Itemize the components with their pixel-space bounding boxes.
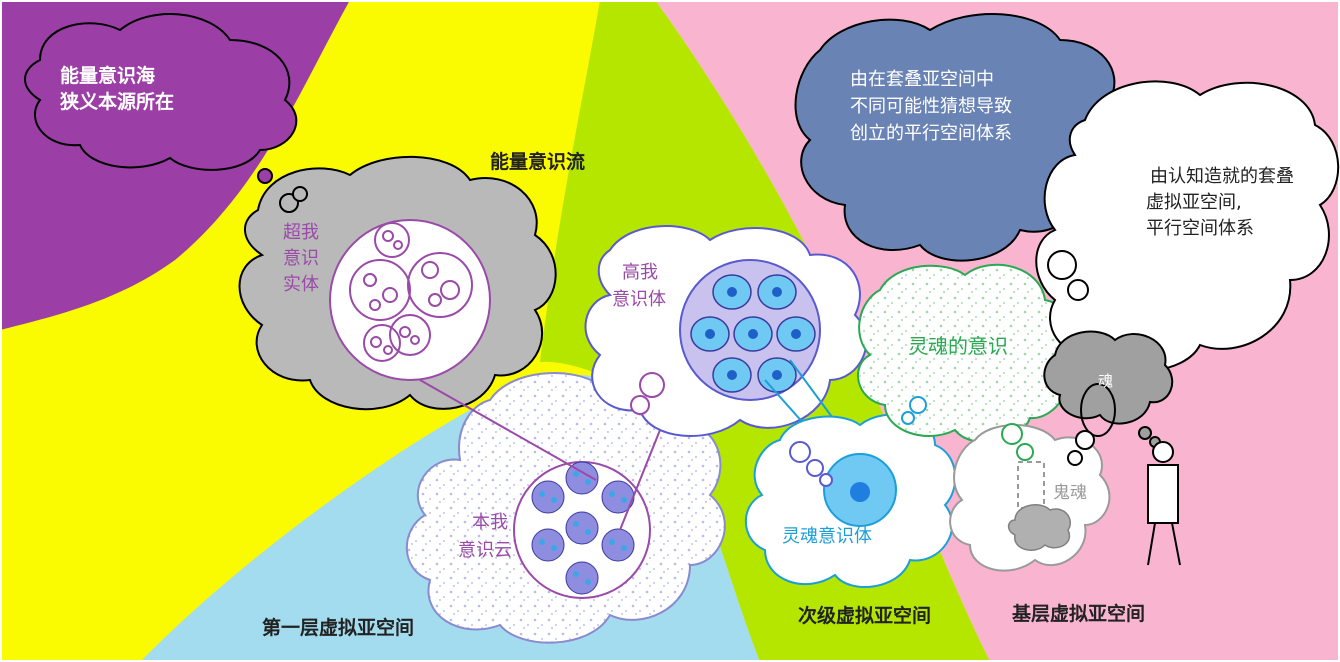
soul-body-cloud (744, 413, 957, 588)
parallel-line-1: 由在套叠亚空间中 (850, 69, 994, 90)
soul-consciousness-cloud (857, 263, 1073, 444)
superego-label-1: 超我 (283, 222, 319, 243)
parallel-line-2: 不同可能性猜想导致 (850, 96, 1012, 117)
cognition-cloud (1035, 80, 1340, 372)
energy-stream-label: 能量意识流 (490, 150, 585, 173)
sea-line-2: 狭义本源所在 (59, 90, 174, 113)
self-cloud-circle (513, 461, 651, 599)
hun-label: 魂 (1098, 372, 1113, 390)
cognition-line-3: 平行空间体系 (1146, 218, 1254, 239)
sea-line-1: 能量意识海 (60, 64, 155, 87)
human-figure (1147, 441, 1181, 566)
self-to-superego-line (419, 379, 597, 481)
superego-label-3: 实体 (283, 274, 319, 295)
ghost-label: 鬼魂 (1053, 483, 1087, 503)
base-label: 基层虚拟亚空间 (1011, 602, 1145, 625)
soul-consciousness-label: 灵魂的意识 (908, 334, 1008, 358)
layer1-label: 第一层虚拟亚空间 (262, 616, 414, 639)
parallel-line-3: 创立的平行空间体系 (850, 123, 1012, 144)
higher-label-1: 高我 (622, 262, 658, 283)
self-label-1: 本我 (472, 512, 508, 533)
superego-label-2: 意识 (283, 248, 319, 269)
higher-self-circle (679, 259, 821, 401)
hun-cloud (1043, 330, 1174, 466)
self-label-2: 意识云 (458, 540, 512, 561)
energy-sea-bubble (24, 13, 298, 200)
higher-label-2: 意识体 (612, 289, 666, 310)
superego-entity-circle (329, 219, 491, 381)
soul-body-label: 灵魂意识体 (782, 526, 872, 547)
cognition-line-1: 由认知造就的套叠 (1150, 166, 1294, 187)
cognition-line-2: 虚拟亚空间, (1146, 192, 1242, 213)
secondary-label: 次级虚拟亚空间 (798, 604, 931, 627)
